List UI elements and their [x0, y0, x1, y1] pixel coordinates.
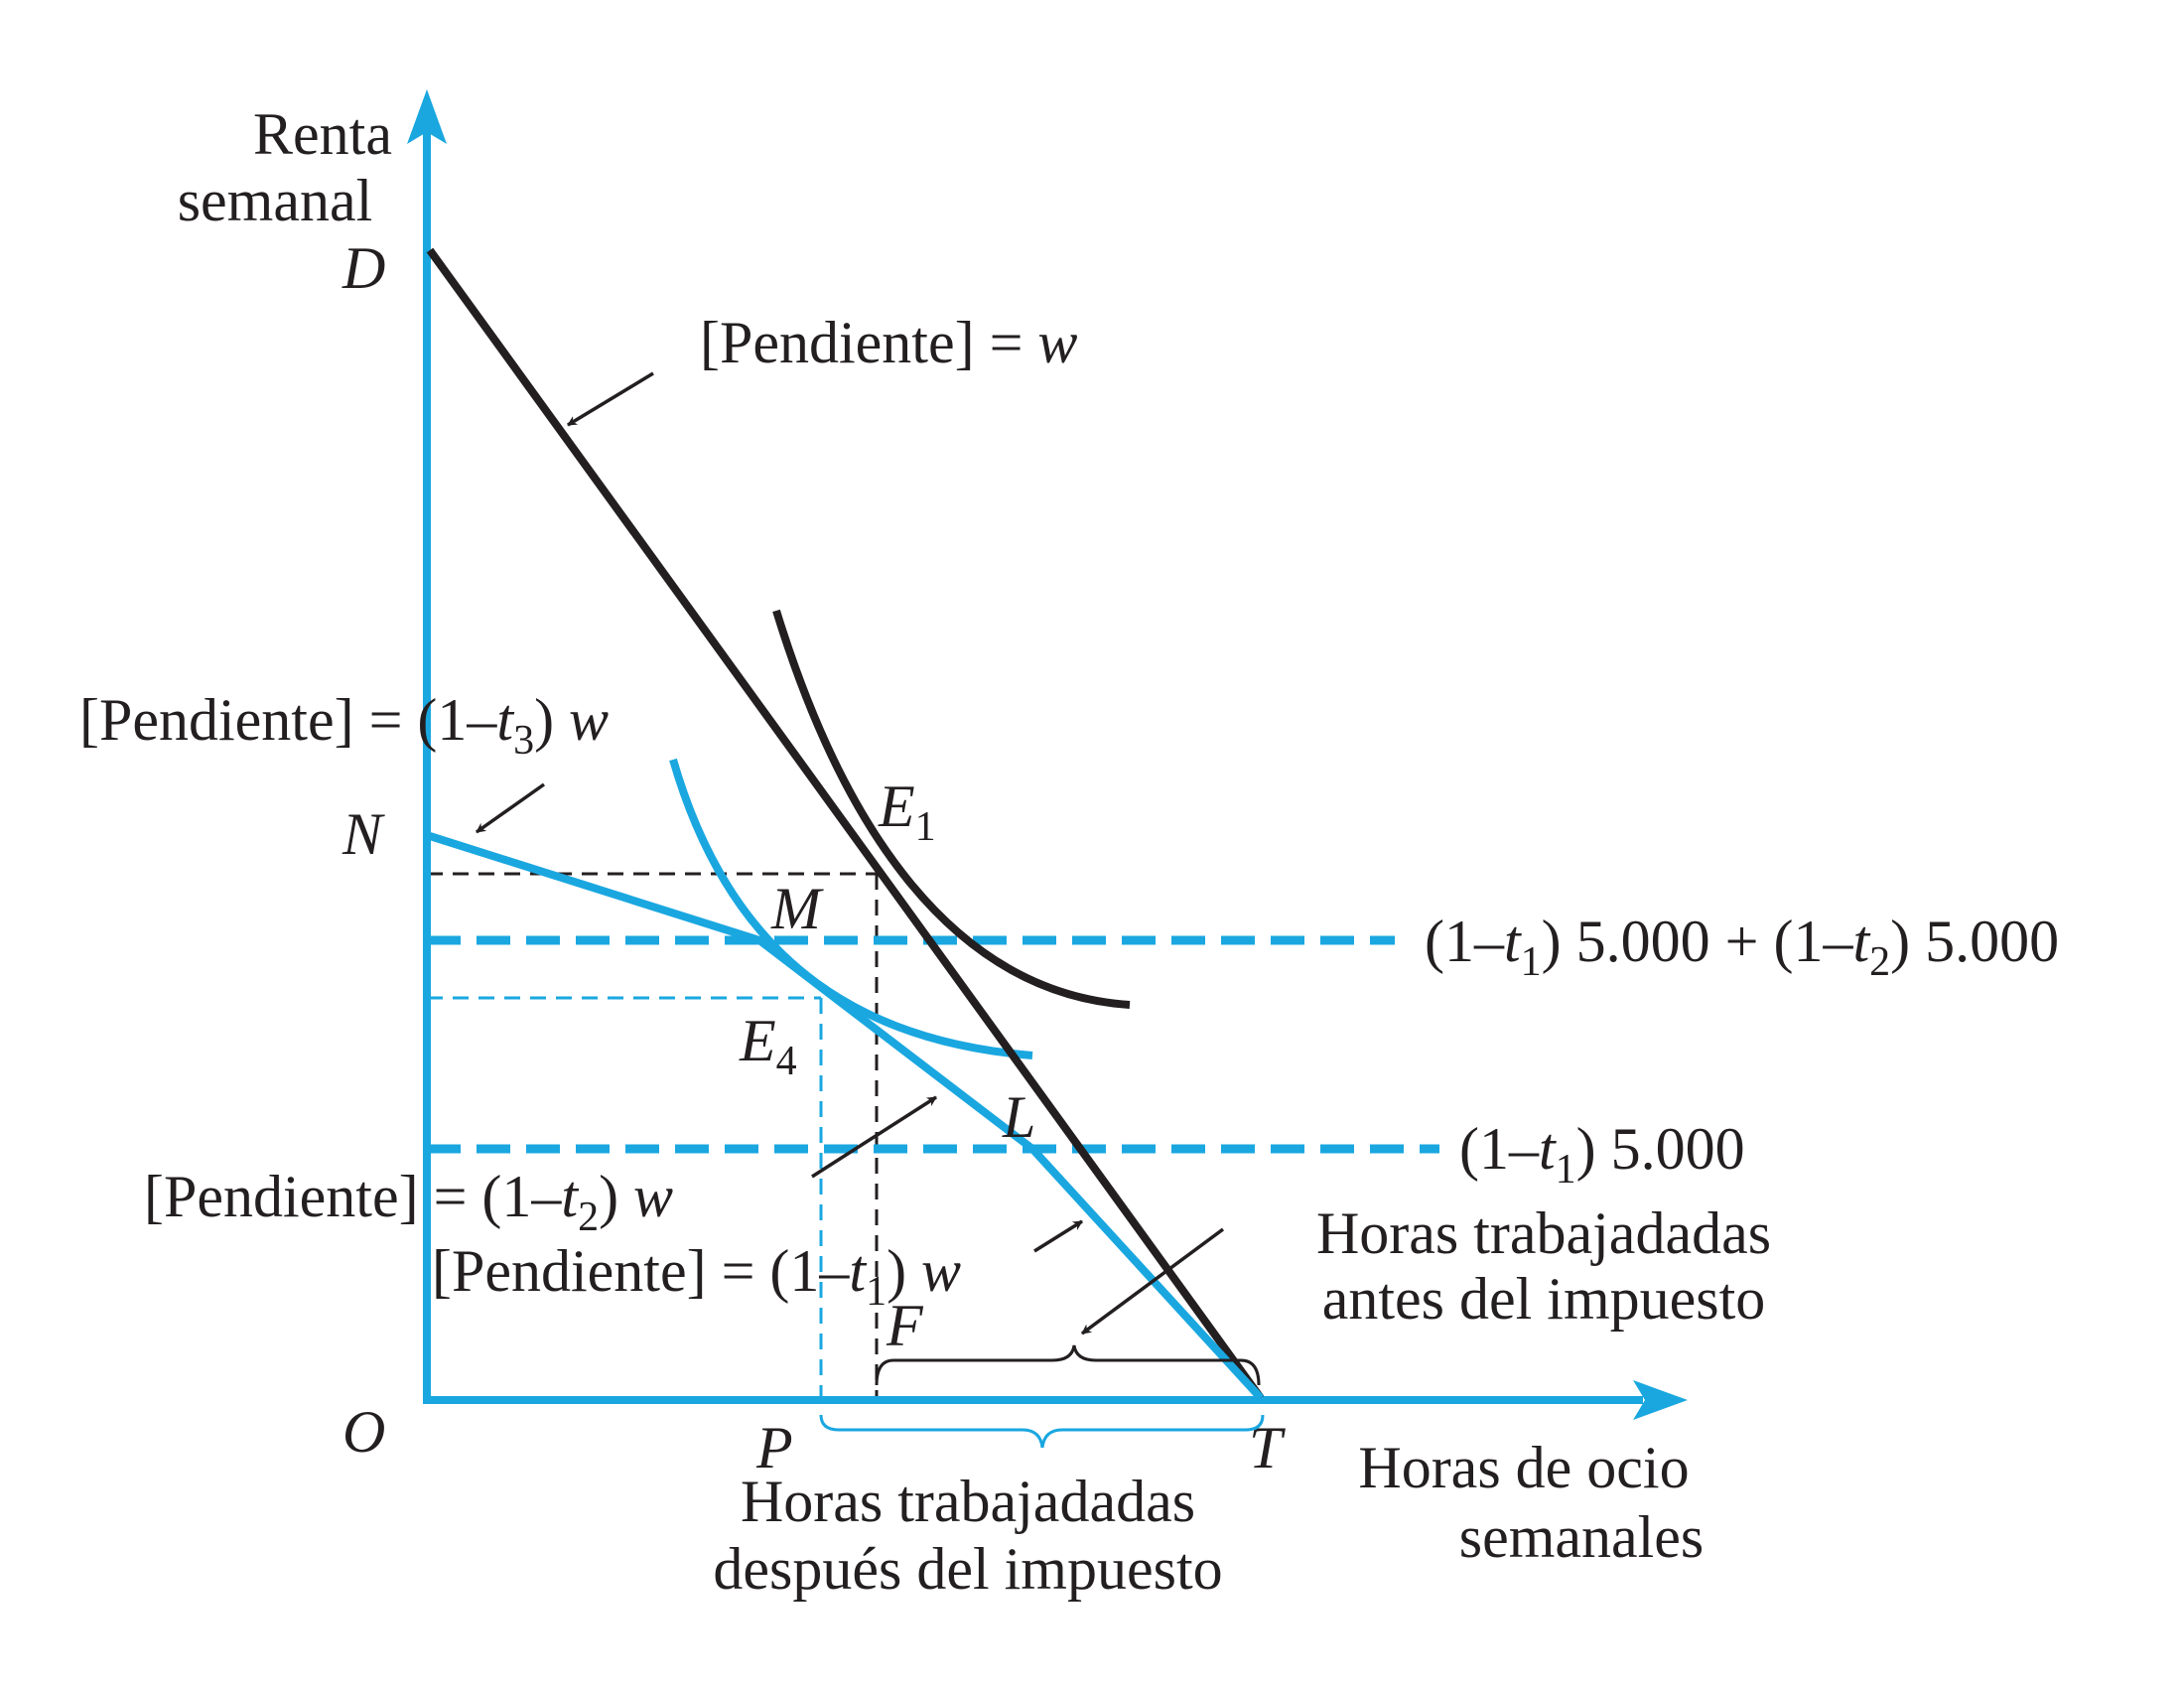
point-label-p: P	[755, 1415, 793, 1480]
slope-label-t2: [Pendiente] = (1–t2) w	[144, 1164, 673, 1240]
axes	[407, 89, 1688, 1420]
point-label-n: N	[341, 801, 385, 867]
slope-t2-arrow	[811, 1095, 937, 1179]
x-axis-title-line2: semanales	[1459, 1504, 1705, 1570]
upper-threshold-label: (1–t1) 5.000 + (1–t2) 5.000	[1425, 909, 2059, 985]
hours-after-tax-line1: Horas trabajadadas	[741, 1469, 1195, 1534]
hours-before-tax-line1: Horas trabajadadas	[1316, 1200, 1771, 1266]
slope-label-t1: [Pendiente] = (1–t1) w	[432, 1238, 961, 1315]
indifference-curve-e1	[772, 609, 1131, 1009]
pretax-budget-line	[426, 247, 1265, 1401]
slope-label-t3: [Pendiente] = (1–t3) w	[79, 687, 609, 764]
point-label-m: M	[770, 876, 824, 941]
y-axis-arrowhead	[407, 89, 447, 144]
point-label-f: F	[886, 1293, 924, 1358]
hours-after-tax-brace	[819, 1414, 1265, 1449]
slope-w-arrow	[567, 371, 654, 427]
reference-lines	[427, 872, 1439, 1400]
y-axis-title-line2: semanal	[178, 168, 373, 233]
point-label-l: L	[1002, 1084, 1035, 1150]
slope-t1-arrow	[1033, 1219, 1083, 1253]
point-label-o: O	[342, 1399, 385, 1465]
y-axis-title-line1: Renta	[253, 101, 392, 167]
hours-before-tax-arrow	[1080, 1227, 1225, 1336]
x-axis-arrowhead	[1633, 1380, 1688, 1420]
x-axis-title-line1: Horas de ocio	[1358, 1435, 1689, 1500]
point-label-e4: E4	[739, 1008, 797, 1084]
lower-threshold-label: (1–t1) 5.000	[1459, 1116, 1745, 1193]
hours-after-tax-line2: después del impuesto	[713, 1536, 1222, 1602]
point-label-d: D	[341, 235, 385, 301]
point-label-e1: E1	[878, 774, 936, 850]
hours-before-tax-line2: antes del impuesto	[1322, 1266, 1766, 1332]
slope-t3-arrow	[475, 782, 546, 834]
slope-label-w: [Pendiente] = w	[700, 310, 1077, 375]
aftertax-budget-line	[428, 832, 1264, 1401]
point-label-t: T	[1249, 1415, 1286, 1480]
hours-before-tax-brace	[875, 1344, 1261, 1386]
